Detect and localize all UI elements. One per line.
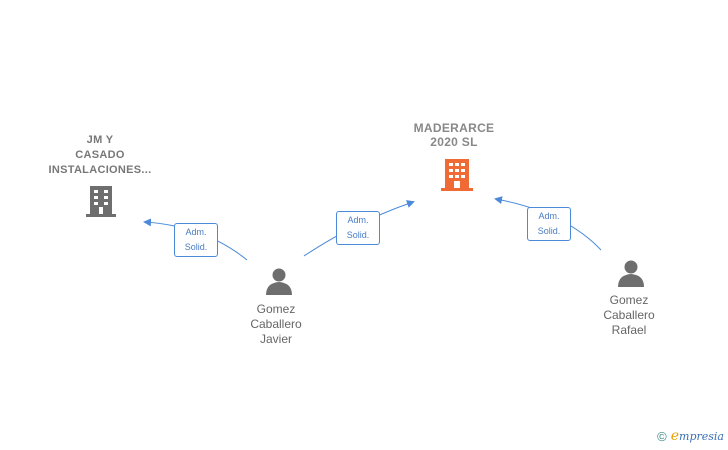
edge-label-javier-maderarce[interactable]: Adm. Solid. [336, 211, 380, 245]
brand-logo: empresia [671, 428, 724, 444]
person-label-line: Gomez [609, 293, 649, 307]
brand-initial: e [670, 428, 680, 444]
person-icon[interactable] [264, 266, 294, 296]
company-label-maderarce[interactable]: MADERARCE 2020 SL [394, 121, 514, 149]
building-icon[interactable] [84, 185, 118, 217]
building-icon[interactable] [440, 158, 474, 192]
person-icon[interactable] [616, 258, 646, 288]
company-label-line: JM Y [86, 134, 114, 146]
edge-label-javier-jm[interactable]: Adm. Solid. [174, 223, 218, 257]
person-label-rafael[interactable]: Gomez Caballero Rafael [579, 293, 679, 338]
copyright-icon: © [657, 428, 667, 444]
person-label-line: Rafael [611, 323, 647, 337]
person-label-javier[interactable]: Gomez Caballero Javier [226, 302, 326, 347]
brand-footer[interactable]: © empresia [657, 428, 724, 444]
edge-label-line: Solid. [537, 226, 561, 236]
company-label-jm[interactable]: JM Y CASADO INSTALACIONES... [40, 133, 160, 178]
company-label-line: INSTALACIONES... [48, 164, 152, 176]
company-label-line: CASADO [75, 149, 125, 161]
edge-label-line: Adm. [185, 227, 207, 237]
company-label-line: MADERARCE [413, 121, 495, 135]
edge-label-rafael-maderarce[interactable]: Adm. Solid. [527, 207, 571, 241]
edge-label-line: Adm. [538, 211, 560, 221]
company-label-line: 2020 SL [430, 135, 478, 149]
person-label-line: Caballero [603, 308, 655, 322]
edge-label-line: Solid. [346, 230, 370, 240]
edge-label-line: Solid. [184, 242, 208, 252]
person-label-line: Gomez [256, 302, 296, 316]
person-label-line: Caballero [250, 317, 302, 331]
person-label-line: Javier [259, 332, 292, 346]
brand-name: mpresia [679, 430, 724, 443]
edge-label-line: Adm. [347, 215, 369, 225]
